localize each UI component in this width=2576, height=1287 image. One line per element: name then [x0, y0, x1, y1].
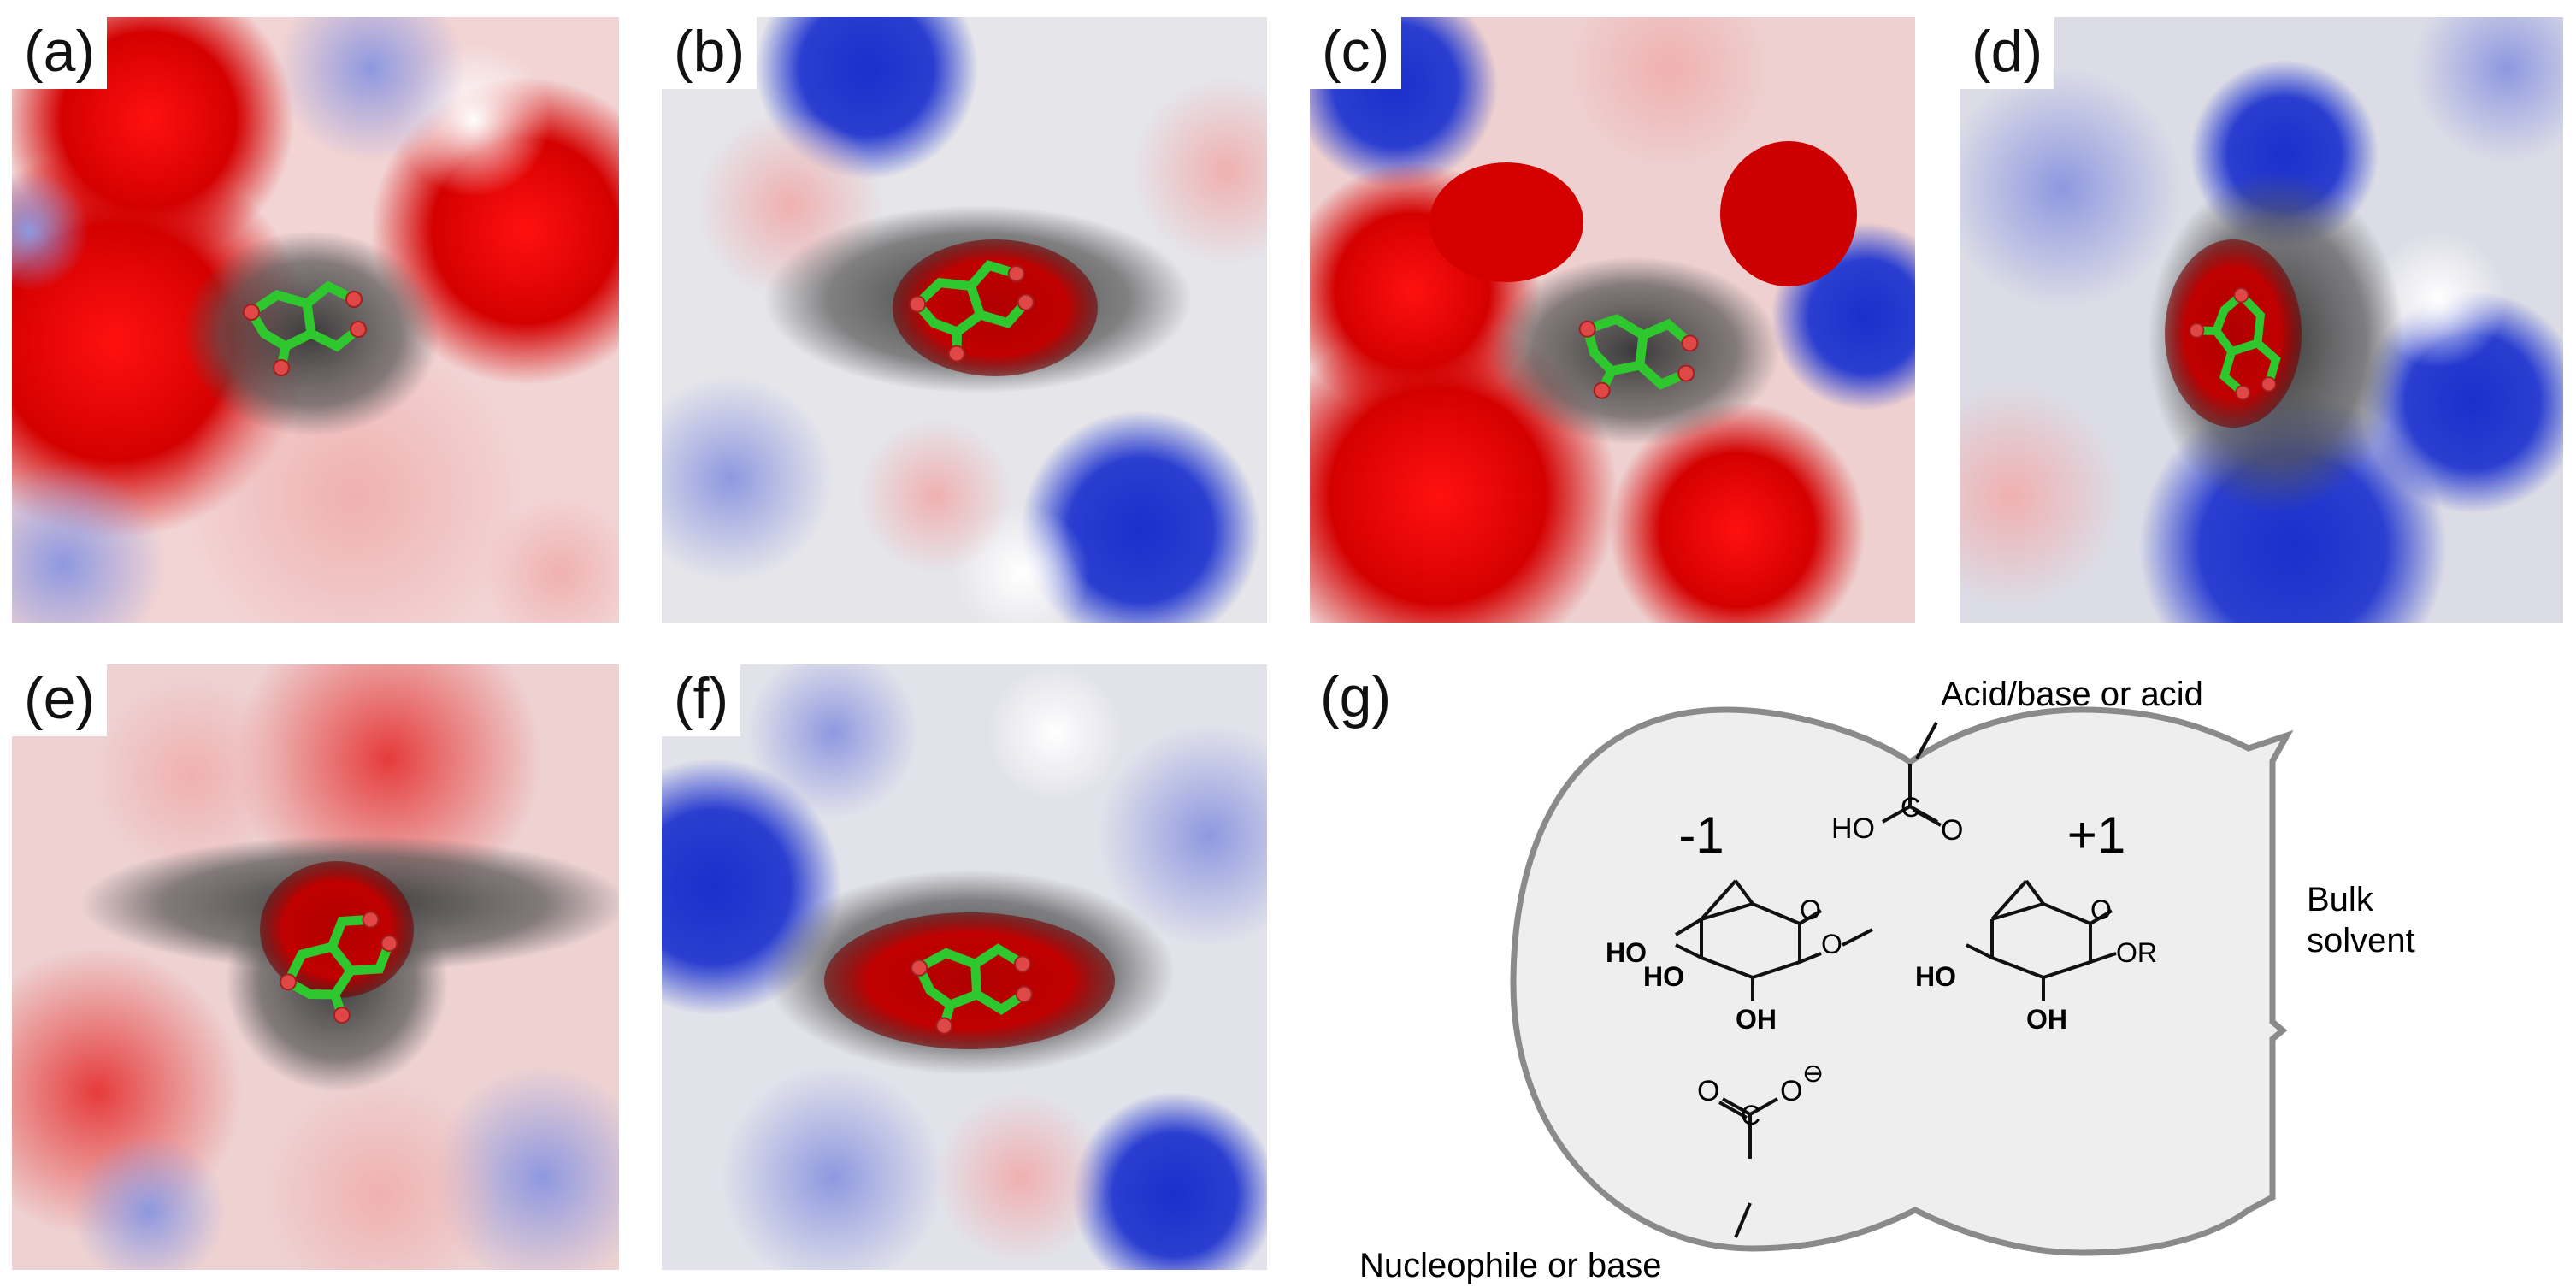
subsite-scheme: -1 +1 Acid/base or acid C HO O O HO HO [1359, 676, 2415, 1284]
panel-c: (c) [1310, 17, 1915, 623]
sugar-ring-right [1842, 879, 2117, 1001]
glycosidic-o: O [1821, 929, 1842, 959]
panel-label: (c) [1310, 17, 1402, 89]
panel-label: (b) [662, 17, 757, 89]
ring-right-oh: OH [2026, 1004, 2067, 1035]
ring-left-ho-6: HO [1606, 937, 1647, 968]
ring-right-o: O [2090, 894, 2112, 925]
panel-e: (e) [12, 664, 619, 1270]
bottom-carboxylate-charge: ⊖ [1802, 1060, 1824, 1088]
panel-d: (d) [1960, 17, 2563, 623]
surface-f [662, 664, 1267, 1270]
bottom-carboxylate-o2: O [1780, 1075, 1802, 1107]
surface-c [1310, 17, 1915, 623]
surface-d [1960, 17, 2563, 623]
panel-label: (f) [662, 664, 741, 736]
surface-b [662, 17, 1267, 623]
top-acid-o: O [1941, 814, 1963, 847]
ring-left-ho-4: HO [1643, 961, 1684, 992]
top-acid-ho: HO [1831, 812, 1875, 845]
bulk-solvent-line2: solvent [2307, 922, 2415, 959]
panel-label: (d) [1960, 17, 2055, 89]
ring-left-o: O [1800, 894, 1821, 925]
subsite-outline [1510, 706, 2294, 1256]
top-acid-c: C [1901, 792, 1920, 823]
surface-a [12, 17, 619, 623]
bulk-solvent-line1: Bulk [2307, 881, 2374, 918]
bottom-carboxylate-o1: O [1697, 1075, 1719, 1107]
panel-f: (f) [662, 664, 1267, 1270]
bottom-residue-label: Nucleophile or base [1359, 1247, 1662, 1284]
bottom-carboxylate-c: C [1741, 1100, 1760, 1131]
panel-a: (a) [12, 17, 619, 623]
panel-label: (g) [1320, 664, 1392, 729]
sugar-ring-left [1674, 879, 1823, 1001]
ring-right-or: OR [2116, 937, 2157, 968]
panel-b: (b) [662, 17, 1267, 623]
subsite-minus-1: -1 [1678, 806, 1724, 864]
panel-label: (e) [12, 664, 108, 736]
subsite-plus-1: +1 [2067, 806, 2125, 864]
ring-left-oh: OH [1736, 1004, 1777, 1035]
surface-e [12, 664, 619, 1270]
ring-right-ho: HO [1915, 961, 1956, 992]
panel-label: (a) [12, 17, 108, 89]
panel-g: -1 +1 Acid/base or acid C HO O O HO HO [1308, 663, 2576, 1287]
top-residue-label: Acid/base or acid [1941, 676, 2203, 713]
